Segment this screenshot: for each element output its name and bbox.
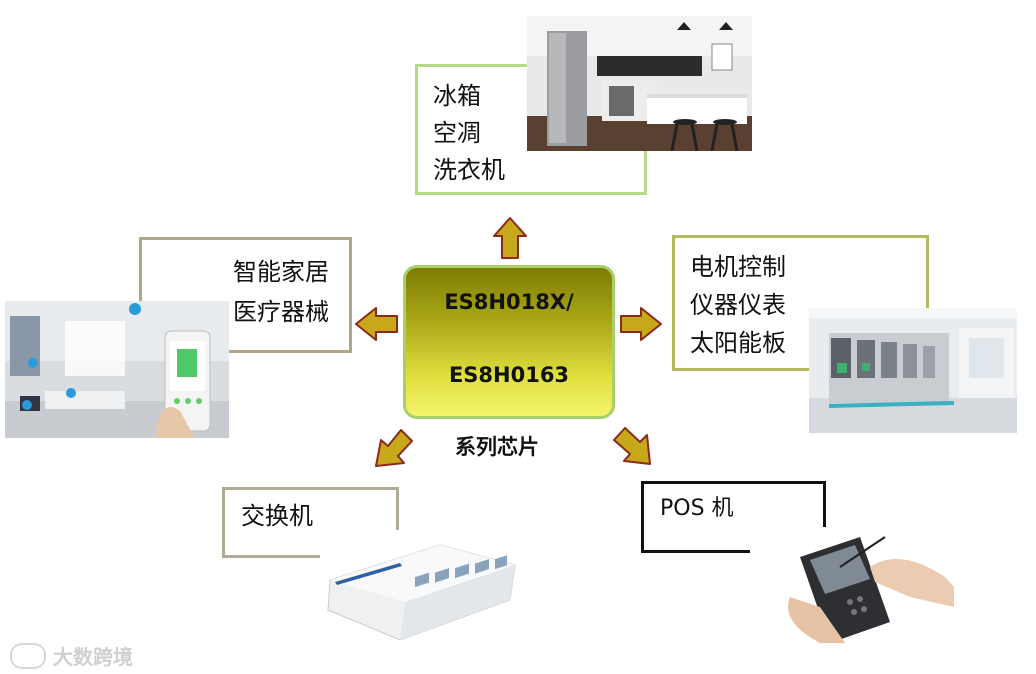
watermark-text: 大数跨境 [53, 645, 133, 669]
watermark-logo-icon [10, 643, 46, 669]
chip-model-line1: ES8H018X/ [406, 290, 612, 314]
watermark: 大数跨境 [10, 641, 133, 670]
arrow-up-icon [494, 218, 526, 258]
arrow-right-icon [621, 308, 661, 340]
chip-caption: 系列芯片 [455, 431, 539, 461]
arrow-down-left-icon [376, 430, 412, 466]
arrow-left-icon [356, 308, 397, 340]
chip-model-line2: ES8H0163 [406, 363, 612, 387]
chip-block: ES8H018X/ ES8H0163 [403, 265, 615, 419]
arrow-down-right-icon [614, 428, 650, 464]
